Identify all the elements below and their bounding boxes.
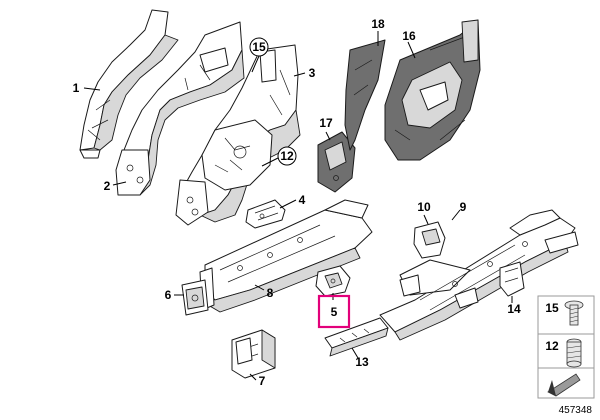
callout-12: 12 bbox=[280, 149, 294, 163]
part-13-floor-bracket bbox=[324, 317, 389, 357]
part-7-box-bracket bbox=[231, 329, 276, 379]
part-10-bracket bbox=[413, 221, 446, 259]
circled-callout-12 bbox=[261, 146, 297, 167]
callout-3: 3 bbox=[309, 66, 316, 80]
callout-16: 16 bbox=[402, 29, 416, 43]
legend-panel: 15 12 bbox=[537, 295, 595, 399]
leader-lines bbox=[83, 31, 513, 381]
callout-17: 17 bbox=[319, 116, 333, 130]
screw-icon bbox=[564, 300, 584, 326]
callout-5: 5 bbox=[331, 305, 338, 319]
part-3-c-pillar bbox=[175, 44, 301, 226]
part-4-bracket bbox=[245, 199, 286, 229]
callout-15: 15 bbox=[252, 40, 266, 54]
callout-2: 2 bbox=[104, 179, 111, 193]
legend-item-12 bbox=[537, 333, 595, 369]
part-2-b-pillar bbox=[115, 21, 245, 196]
callout-9: 9 bbox=[460, 200, 467, 214]
callout-13: 13 bbox=[355, 355, 369, 369]
legend-label-15: 15 bbox=[545, 301, 559, 315]
callout-14: 14 bbox=[507, 302, 521, 316]
callout-1: 1 bbox=[73, 81, 80, 95]
callout-7: 7 bbox=[259, 374, 266, 388]
sleeve-icon bbox=[566, 338, 582, 368]
circled-callout-15 bbox=[249, 37, 269, 73]
highlight-box-5 bbox=[317, 294, 351, 329]
callout-10: 10 bbox=[417, 200, 431, 214]
callout-8: 8 bbox=[267, 286, 274, 300]
part-5-bracket bbox=[315, 265, 351, 297]
part-14-bracket bbox=[499, 261, 525, 297]
callout-18: 18 bbox=[371, 17, 385, 31]
part-8-side-member bbox=[199, 199, 373, 313]
part-9-rear-frame bbox=[379, 209, 579, 341]
legend-label-12: 12 bbox=[545, 339, 559, 353]
part-18-panel bbox=[344, 39, 386, 151]
part-16-wheelhouse-inner bbox=[384, 19, 481, 161]
reference-number: 457348 bbox=[559, 405, 593, 416]
legend-item-15 bbox=[537, 295, 595, 335]
arrow-icon bbox=[547, 373, 581, 397]
part-1-a-pillar bbox=[79, 9, 179, 159]
callout-4: 4 bbox=[299, 193, 306, 207]
callout-6: 6 bbox=[165, 288, 172, 302]
part-17-bracket bbox=[317, 131, 356, 193]
part-6-end-plate bbox=[181, 279, 209, 316]
